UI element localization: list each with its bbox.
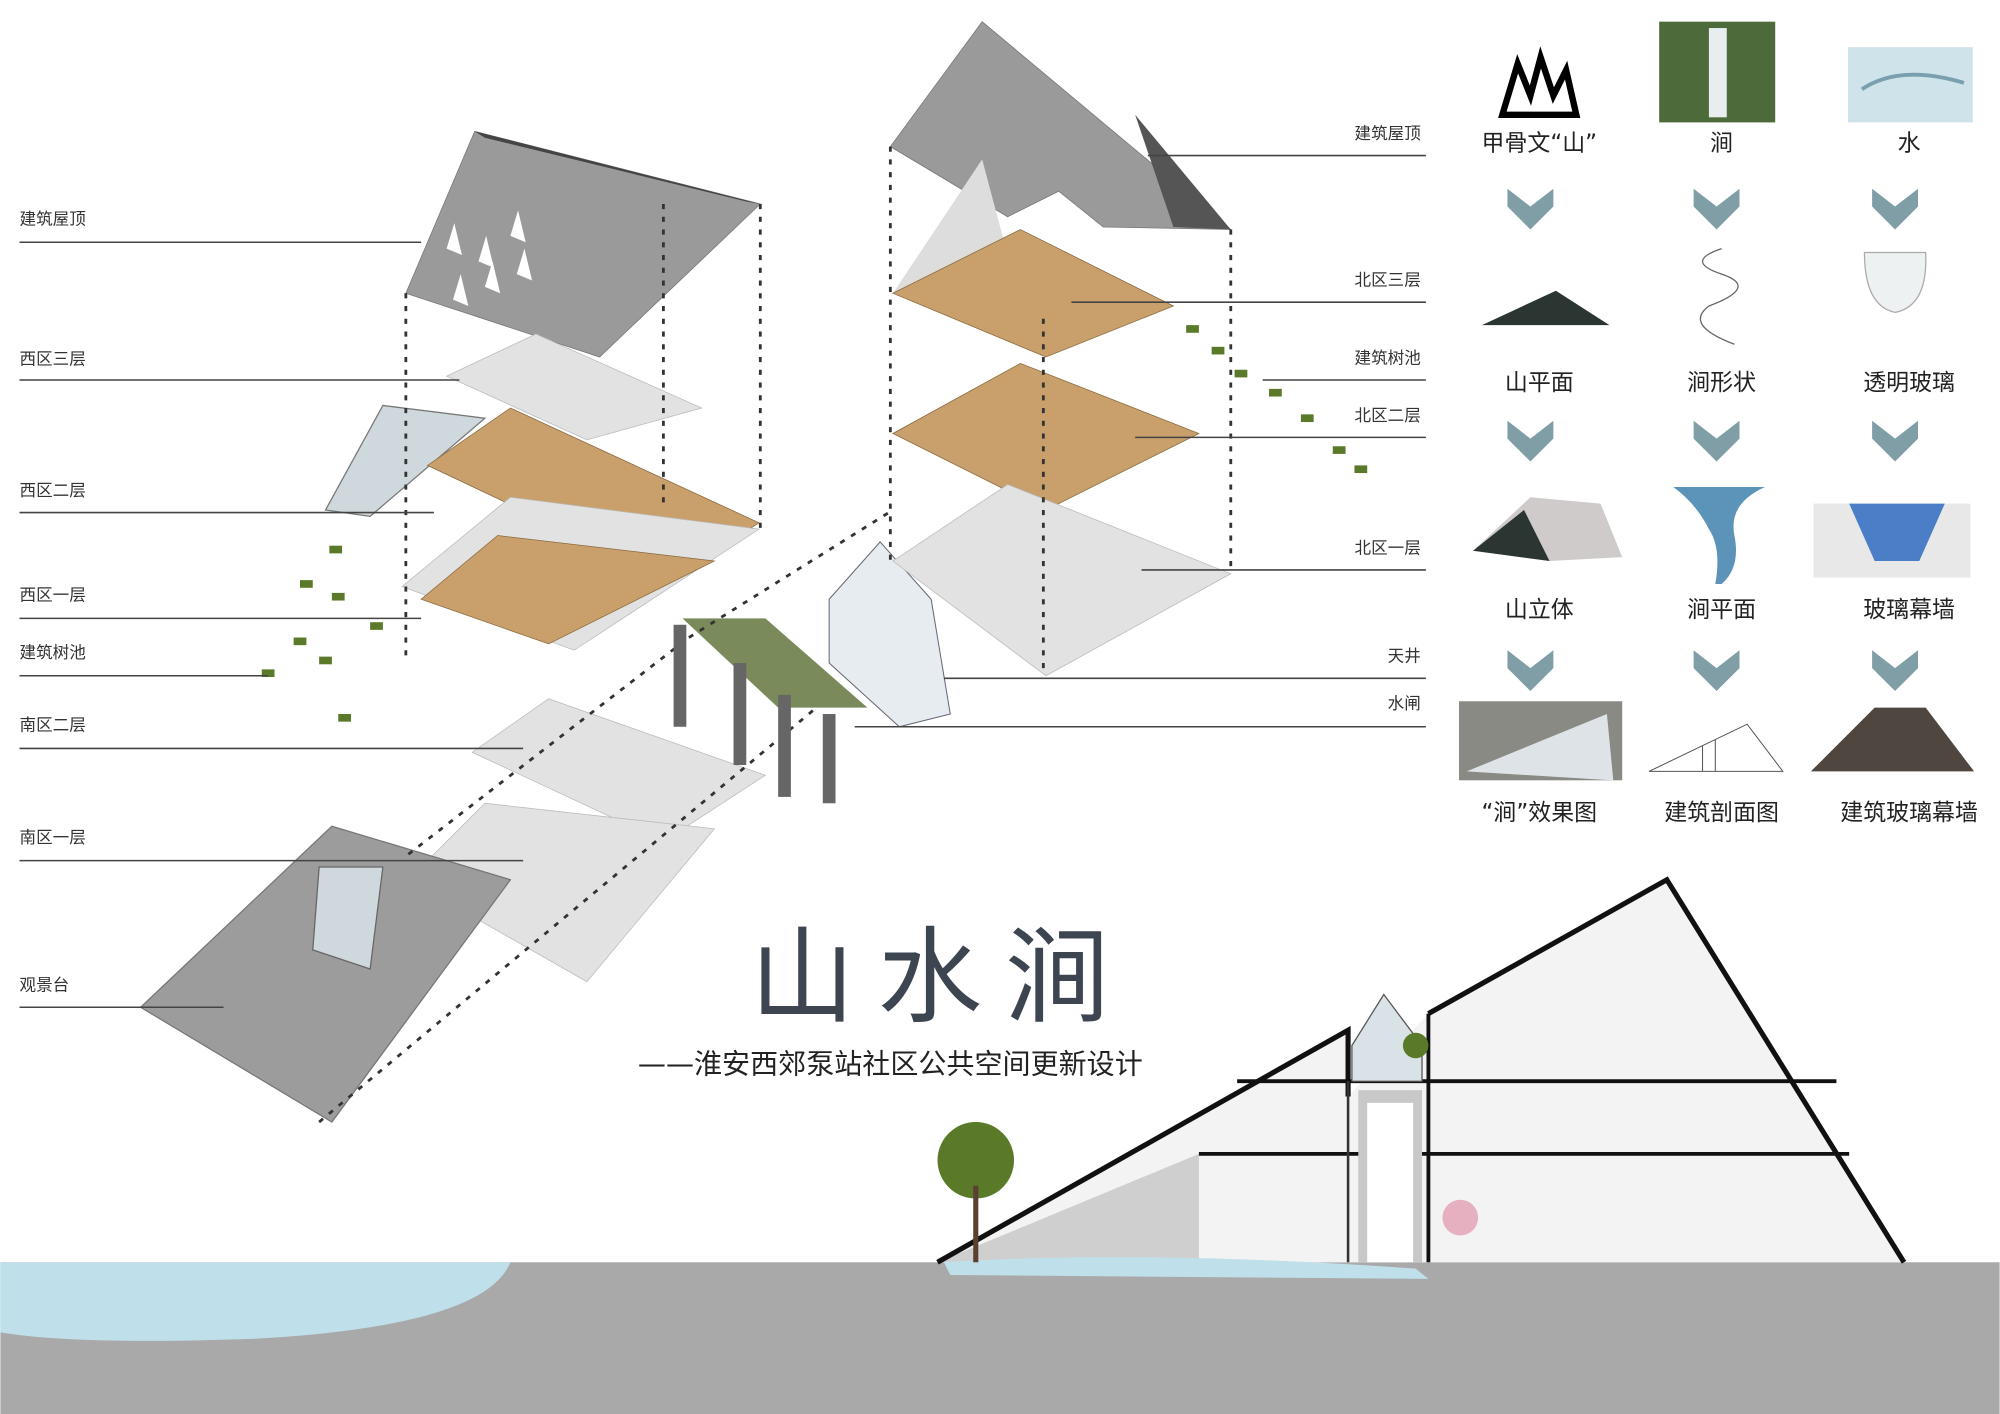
label-viewing-deck: 观景台: [20, 976, 70, 995]
caption-mountain-plan: 山平面: [1505, 370, 1574, 396]
caption-building-glass-curtain: 建筑玻璃幕墙: [1840, 800, 1978, 826]
caption-mountain-volume: 山立体: [1505, 597, 1574, 623]
caption-ravine-shape: 涧形状: [1687, 370, 1756, 396]
label-west-3f: 西区三层: [20, 350, 86, 369]
label-south-1f: 南区一层: [20, 828, 86, 847]
mountain-plan-shape: [1481, 290, 1610, 326]
label-roof-west: 建筑屋顶: [20, 209, 86, 228]
label-tree-pool-north: 建筑树池: [1355, 348, 1421, 367]
ravine-plan-shape: [1673, 487, 1766, 584]
water-gate: [673, 541, 951, 804]
glass-cup-image: [1863, 251, 1927, 314]
caption-water: 水: [1898, 130, 1921, 156]
concept-grid: 甲骨文“山” 涧 水 山平面 涧形状 透明玻璃 山立体 涧平面 玻璃幕墙 “涧”…: [1459, 21, 1978, 826]
oracle-mountain-icon: [1498, 46, 1581, 118]
caption-section: 建筑剖面图: [1664, 800, 1779, 826]
building-section: [936, 876, 1907, 1279]
label-atrium: 天井: [1388, 647, 1421, 666]
label-north-3f: 北区三层: [1355, 271, 1421, 290]
chevron-down-icons: [1507, 188, 1919, 692]
caption-ravine: 涧: [1710, 130, 1733, 156]
label-west-2f: 西区二层: [20, 481, 86, 500]
label-west-1f: 西区一层: [20, 586, 86, 605]
label-tree-pool-west: 建筑树池: [20, 643, 86, 662]
west-axonometric: [139, 130, 818, 1124]
ravine-shape: [1699, 248, 1739, 345]
caption-ravine-render: “涧”效果图: [1482, 800, 1598, 826]
subtitle: ——淮安西郊泵站社区公共空间更新设计: [638, 1048, 1143, 1081]
left-labels: 建筑屋顶 西区三层 西区二层 西区一层 建筑树池 南区二层 南区一层 观景台: [19, 209, 524, 1009]
building-glass-curtain-image: [1810, 707, 1975, 772]
label-water-gate: 水闸: [1388, 694, 1421, 713]
section-drawing: [1648, 723, 1784, 772]
caption-clear-glass: 透明玻璃: [1863, 370, 1955, 396]
label-north-2f: 北区二层: [1355, 406, 1421, 425]
main-title: 山水涧: [750, 917, 1133, 1039]
label-north-1f: 北区一层: [1355, 538, 1421, 557]
right-labels: 建筑屋顶 北区三层 建筑树池 北区二层 北区一层 天井 水闸: [854, 124, 1426, 728]
caption-glass-curtain: 玻璃幕墙: [1863, 597, 1955, 623]
label-south-2f: 南区二层: [20, 716, 86, 735]
north-axonometric: [688, 21, 1368, 677]
water-pool: [0, 1262, 511, 1341]
caption-ravine-plan: 涧平面: [1687, 597, 1756, 623]
label-roof-north: 建筑屋顶: [1355, 124, 1421, 143]
caption-oracle-mountain: 甲骨文“山”: [1482, 130, 1598, 156]
